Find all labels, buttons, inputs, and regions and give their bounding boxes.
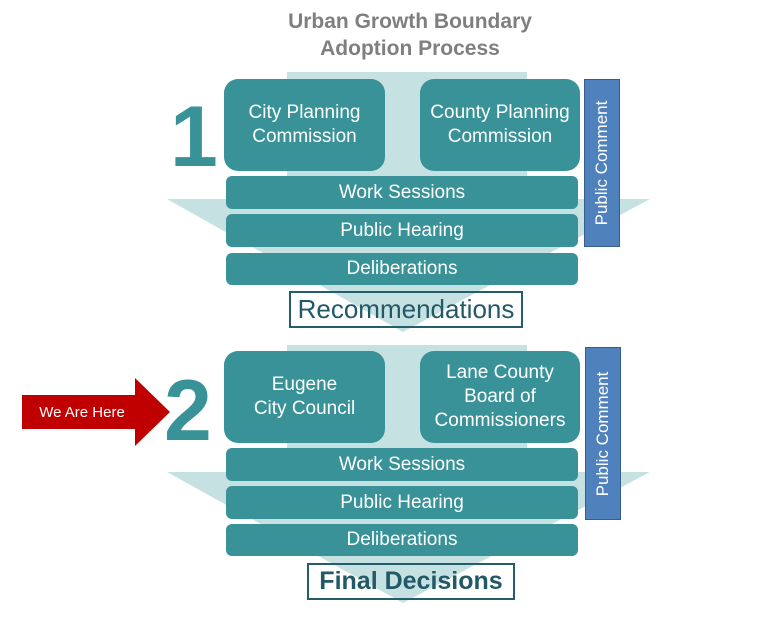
recommendations-outcome: Recommendations [289,291,523,328]
stage2-work-sessions: Work Sessions [226,448,578,481]
public-comment-label: Public Comment [592,100,611,226]
title-line-1: Urban Growth Boundary [288,10,532,33]
body-line: County Planning [430,102,570,123]
body-line: Commissioners [434,410,566,431]
we-are-here-arrow [22,378,170,446]
stage2-number: 2 [164,363,212,459]
diagram-title: Urban Growth Boundary Adoption Process [200,8,620,62]
stage1-public-comment: Public Comment [584,79,620,247]
body-line: City Council [253,398,356,419]
stage1-deliberations: Deliberations [226,253,578,285]
stage2-public-comment: Public Comment [585,347,621,520]
body-line: Eugene [271,374,338,395]
stage1-number: 1 [170,89,218,185]
eugene-city-council-box: Eugene City Council [224,351,385,443]
final-decisions-outcome: Final Decisions [307,563,515,600]
body-line: Commission [252,126,357,147]
body-line: Lane County [446,362,554,383]
stage1-public-hearing: Public Hearing [226,214,578,247]
stage2-public-hearing: Public Hearing [226,486,578,519]
body-line: City Planning [248,102,361,123]
city-planning-commission-box: City Planning Commission [224,79,385,171]
county-planning-commission-box: County Planning Commission [420,79,580,171]
body-line: Commission [447,126,553,147]
body-line: Board of [464,386,536,407]
public-comment-label: Public Comment [593,371,612,496]
title-line-2: Adoption Process [320,37,500,60]
lane-county-board-box: Lane County Board of Commissioners [420,351,580,443]
stage1-work-sessions: Work Sessions [226,176,578,209]
we-are-here-label: We Are Here [39,403,125,421]
stage2-deliberations: Deliberations [226,524,578,556]
